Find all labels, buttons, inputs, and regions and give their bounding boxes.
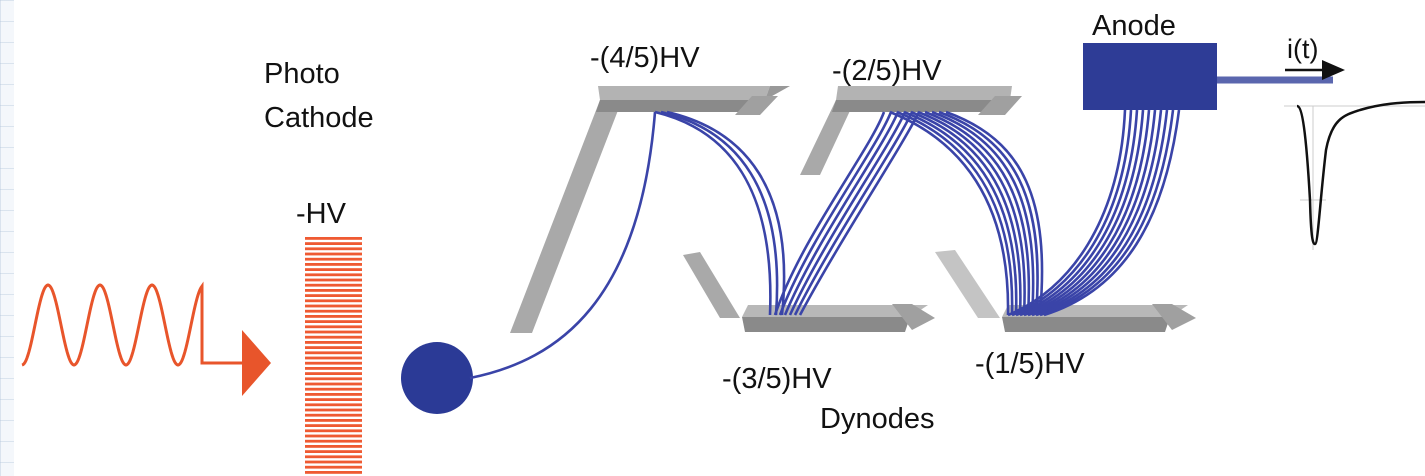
dynode-2-voltage-label: -(3/5)HV — [722, 363, 832, 395]
photocathode-label-line1: Photo — [264, 58, 340, 90]
dynode-4-voltage-label: -(1/5)HV — [975, 348, 1085, 380]
dynode-3-voltage-label: -(2/5)HV — [832, 55, 942, 87]
cathode-voltage-label: -HV — [296, 198, 346, 230]
current-arrow-icon — [1322, 60, 1345, 80]
anode-label: Anode — [1092, 10, 1176, 42]
photocathode — [305, 235, 362, 476]
dynode-1-voltage-label: -(4/5)HV — [590, 42, 700, 74]
light-wave-icon — [21, 281, 242, 367]
anode — [1083, 43, 1217, 110]
dynode-4 — [935, 250, 1196, 332]
current-label: i(t) — [1287, 34, 1319, 64]
dynode-3 — [800, 86, 1022, 175]
light-arrow-icon — [242, 330, 271, 396]
dynode-1 — [510, 86, 790, 333]
electron-paths — [469, 109, 1181, 380]
photocathode-label-line2: Cathode — [264, 102, 374, 134]
output-pulse-icon — [1284, 100, 1425, 250]
electron-icon — [401, 342, 473, 414]
dynodes-label: Dynodes — [820, 403, 935, 435]
